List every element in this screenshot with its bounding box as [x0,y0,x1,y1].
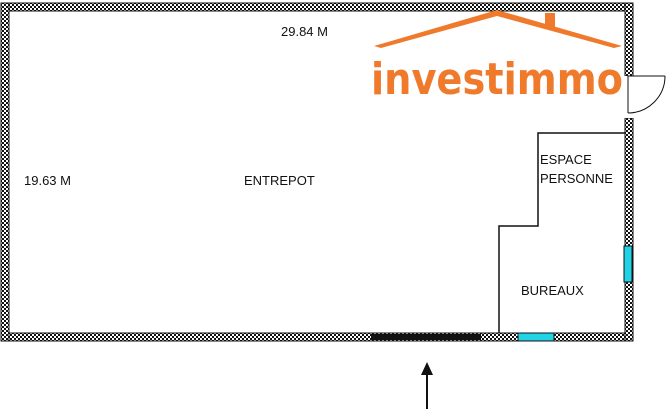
room-label-offices: BUREAUX [521,283,584,298]
window-right [623,245,633,283]
dimension-height-label: 19.63 M [24,173,71,188]
dimension-width-label: 29.84 M [281,24,328,39]
entrance-arrow-icon [421,362,433,409]
investimmo-logo: investimmo [371,10,623,105]
wall-right-upper [624,2,634,77]
main-door [371,334,481,340]
wall-top [0,2,634,12]
room-label-staff-line2: PERSONNE [540,171,613,186]
room-label-staff-line1: ESPACE [540,152,592,167]
exterior-walls [0,2,634,342]
interior-partitions [498,132,625,333]
window-bottom [517,332,555,342]
logo-chimney [545,13,555,27]
room-label-warehouse: ENTREPOT [244,173,315,188]
door-swing-icon [624,75,666,118]
logo-wordmark: investimmo [371,54,623,105]
wall-left [0,2,10,342]
wall-right-lower [624,117,634,342]
logo-roof-icon [374,10,622,48]
